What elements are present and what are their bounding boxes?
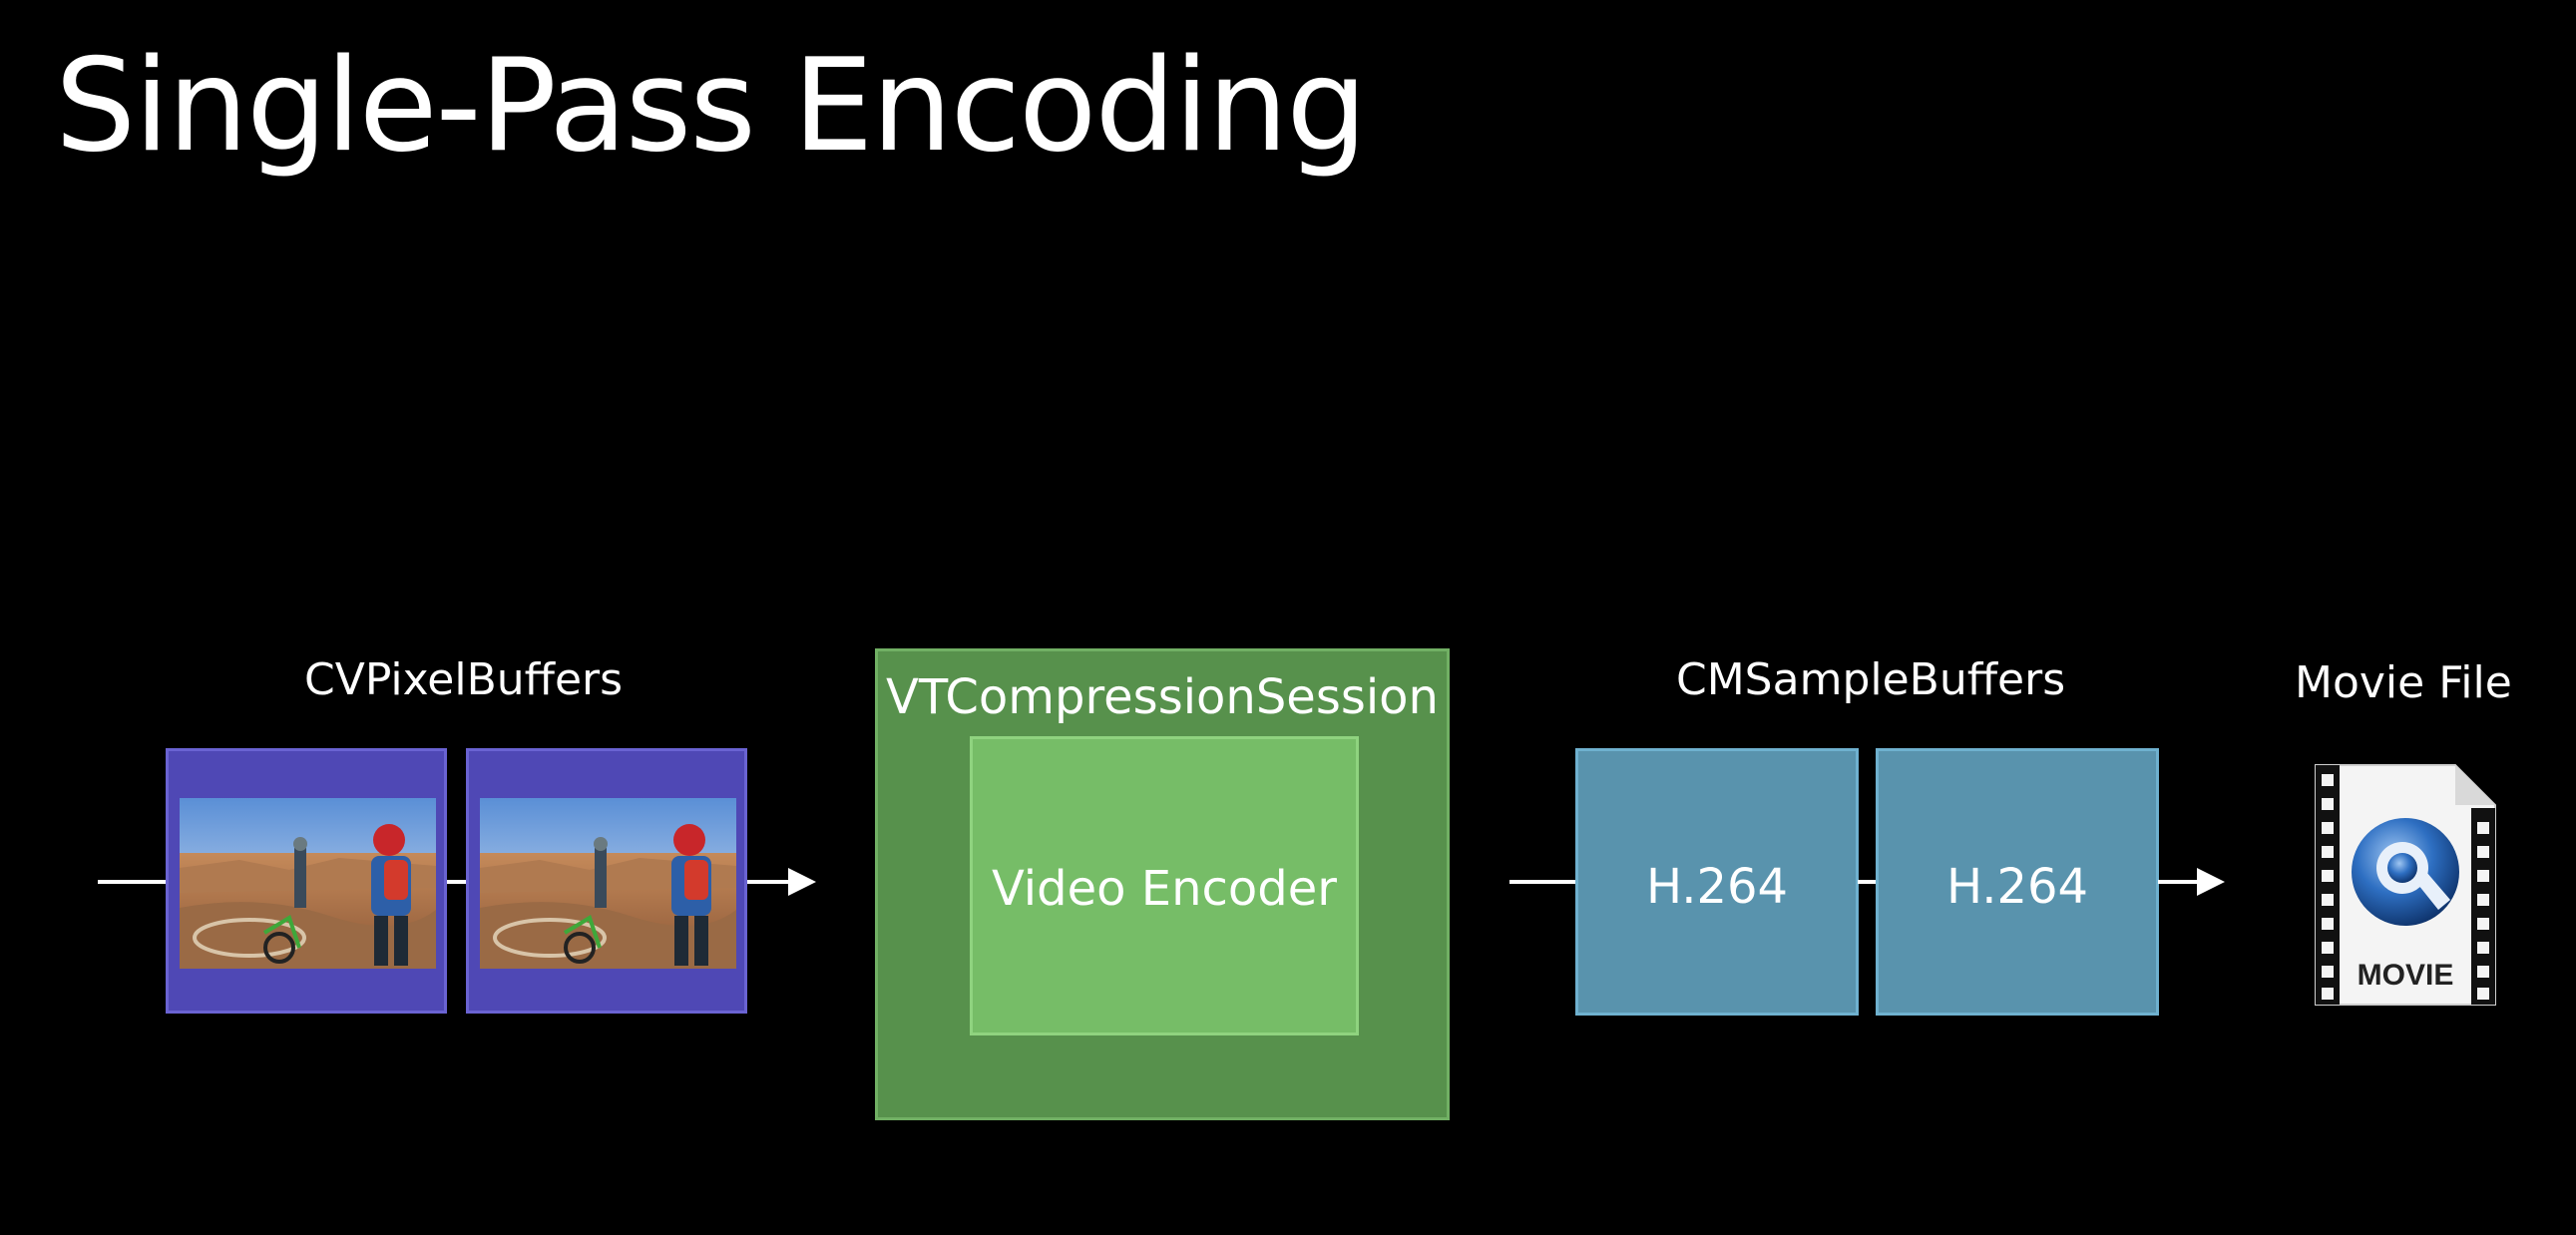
pixel-buffers-label: CVPixelBuffers: [304, 654, 624, 705]
h264-label: H.264: [1945, 859, 2089, 915]
compression-session-label: VTCompressionSession: [886, 669, 1439, 725]
pixel-buffers-out-line: [747, 880, 791, 884]
pixel-buffer-frame: [166, 748, 447, 1014]
movie-file-label: Movie File: [2295, 657, 2512, 708]
pixel-buffer-frame: [466, 748, 747, 1014]
video-frame-thumbnail: [480, 798, 736, 969]
sample-buffers-out-line: [2158, 880, 2200, 884]
video-encoder-box: Video Encoder: [970, 736, 1359, 1035]
sample-buffers-label: CMSampleBuffers: [1676, 654, 2066, 705]
movie-icon-text: MOVIE: [2358, 959, 2454, 992]
arrow-right-icon: [788, 868, 816, 896]
connector-line: [1858, 880, 1878, 884]
compression-session-box: VTCompressionSession Video Encoder: [875, 648, 1450, 1120]
quicktime-movie-file-icon: MOVIE: [2311, 760, 2500, 1010]
sample-buffers-in-line: [1509, 880, 1577, 884]
slide-title: Single-Pass Encoding: [55, 32, 1367, 181]
video-encoder-label: Video Encoder: [992, 861, 1337, 917]
connector-line: [447, 880, 467, 884]
video-frame-thumbnail: [180, 798, 436, 969]
arrow-right-icon: [2197, 868, 2225, 896]
input-line: [98, 880, 168, 884]
h264-sample-buffer: H.264: [1876, 748, 2159, 1016]
h264-sample-buffer: H.264: [1575, 748, 1859, 1016]
h264-label: H.264: [1645, 859, 1789, 915]
